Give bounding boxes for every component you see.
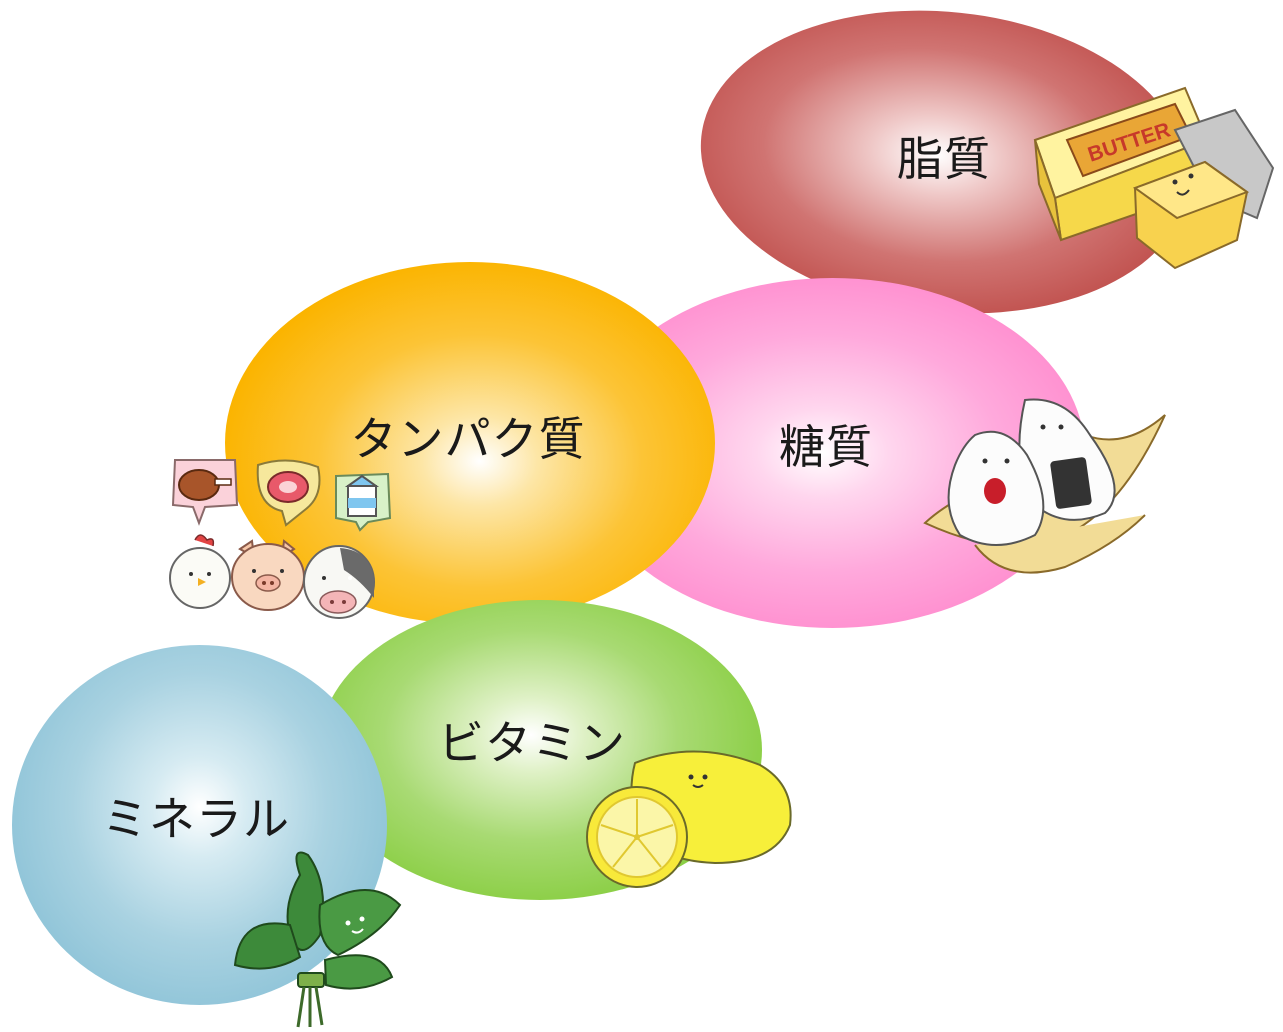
mineral-circle	[12, 645, 387, 1005]
butter-icon: BUTTER	[1033, 86, 1275, 270]
protein-label: タンパク質	[350, 412, 586, 466]
vitamin-label: ビタミン	[438, 716, 626, 770]
pig-icon	[231, 539, 305, 611]
meat-icon	[256, 459, 321, 527]
rice-ball-icon	[923, 398, 1166, 574]
fat-label: 脂質	[897, 132, 991, 186]
leaf-bundle-icon	[233, 851, 402, 1028]
carbohydrate-label: 糖質	[779, 420, 873, 474]
chicken-leg-icon	[171, 459, 239, 526]
mineral-label: ミネラル	[102, 792, 290, 846]
cow-icon	[303, 545, 375, 619]
lemon-icon	[586, 750, 792, 888]
chick-icon	[169, 534, 231, 609]
milk-carton-icon	[335, 472, 392, 532]
protein-circle	[225, 262, 715, 624]
